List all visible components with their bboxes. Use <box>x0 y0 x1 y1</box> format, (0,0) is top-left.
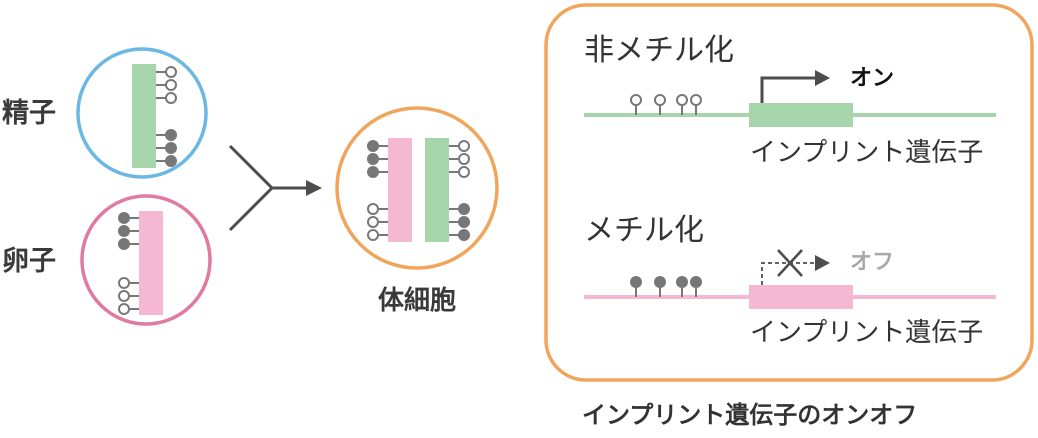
explanation-panel <box>544 3 1034 382</box>
egg-cell-outline <box>80 194 212 326</box>
sperm-label: 精子 <box>2 98 56 129</box>
blocked-transcription-arrow <box>761 262 818 285</box>
somatic-cell-label: 体細胞 <box>378 286 457 316</box>
sperm-cell <box>76 47 208 179</box>
paternal-chromosome <box>425 138 449 242</box>
paternal-chromosome <box>132 64 156 168</box>
gene-on-label: オン <box>850 66 895 91</box>
sperm-cell-outline <box>76 47 208 179</box>
egg-label: 卵子 <box>2 246 56 277</box>
methylated-sites <box>156 129 177 167</box>
maternal-chromosome <box>139 211 163 315</box>
transcription-arrowhead <box>815 70 830 86</box>
unmethylated-sites <box>630 94 702 115</box>
diagram-caption: インプリント遺伝子のオンオフ <box>582 401 918 429</box>
unmethylated-example <box>584 70 996 127</box>
imprinted-gene-label: インプリント遺伝子 <box>750 318 984 348</box>
imprinted-gene-block <box>749 103 853 127</box>
unmethylated-sites <box>367 140 470 241</box>
imprinted-gene-block <box>749 285 853 309</box>
fertilization-arrow <box>228 144 308 232</box>
methylated-example <box>584 249 996 309</box>
maternal-chromosome <box>388 138 412 242</box>
egg-cell <box>80 194 212 326</box>
fertilization-arrowhead <box>306 180 322 196</box>
methylated-sites <box>630 276 702 297</box>
somatic-cell <box>335 106 499 270</box>
blocked-transcription-arrowhead <box>815 255 830 271</box>
gene-off-label: オフ <box>850 250 895 275</box>
methylated-sites <box>367 140 470 241</box>
somatic-cell-outline <box>335 106 499 270</box>
unmethylated-heading: 非メチル化 <box>584 33 734 68</box>
blocked-cross-icon <box>777 249 803 277</box>
unmethylated-sites <box>156 66 177 104</box>
unmethylated-sites <box>118 277 139 315</box>
transcription-arrow <box>760 76 818 103</box>
imprinted-gene-label: インプリント遺伝子 <box>750 138 984 168</box>
methylated-sites <box>118 212 139 250</box>
methylated-heading: メチル化 <box>584 213 704 248</box>
